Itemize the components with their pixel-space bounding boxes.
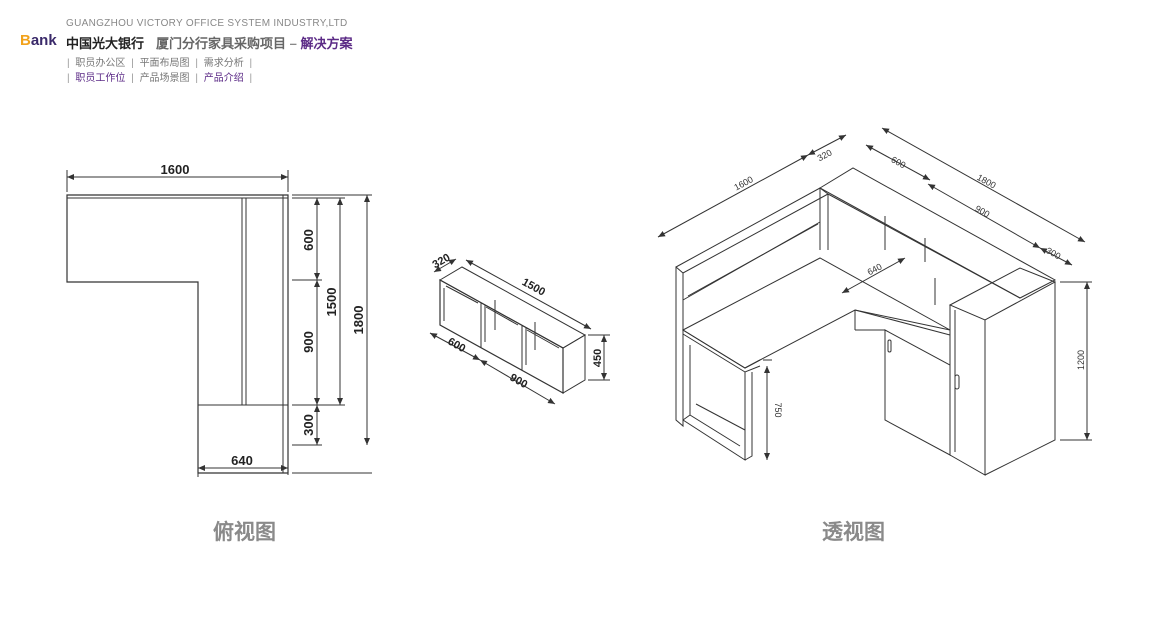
dim-label: 600 <box>301 229 316 251</box>
dim-label: 900 <box>973 203 991 219</box>
project-name: 厦门分行家具采购项目 <box>156 36 287 51</box>
dim-label: 1500 <box>324 288 339 317</box>
logo-text: ank <box>30 32 57 49</box>
logo-letter: B <box>20 32 31 49</box>
dim-label: 640 <box>866 261 884 277</box>
company-name: GUANGZHOU VICTORY OFFICE SYSTEM INDUSTRY… <box>66 18 348 29</box>
dim-label: 640 <box>231 453 253 468</box>
perspective-labels: 1600 320 600 1800 900 300 640 750 1200 <box>732 147 1086 417</box>
nav-row-2: | 职员工作位 | 产品场景图 | 产品介绍 | <box>64 69 255 84</box>
nav-item-staff-office[interactable]: 职员办公区 <box>75 58 126 69</box>
dim-label: 750 <box>773 402 783 417</box>
nav-separator: | <box>249 73 253 84</box>
nav-item-needs-analysis[interactable]: 需求分析 <box>203 58 244 69</box>
nav-separator: | <box>249 58 253 69</box>
nav-item-workstation[interactable]: 职员工作位 <box>75 73 126 84</box>
dim-label: 1200 <box>1076 350 1086 370</box>
dim-label: 1800 <box>975 172 997 190</box>
nav-item-floor-plan[interactable]: 平面布局图 <box>139 58 190 69</box>
nav-separator: | <box>67 58 70 69</box>
dim-label: 300 <box>301 414 316 436</box>
nav-separator: | <box>67 73 70 84</box>
dim-label: 900 <box>301 331 316 353</box>
page-header: GUANGZHOU VICTORY OFFICE SYSTEM INDUSTRY… <box>20 18 440 88</box>
top-view-caption: 俯视图 <box>213 520 276 544</box>
dim-label: 900 <box>508 372 530 391</box>
shelf-drawing <box>429 258 610 405</box>
dim-label: 1600 <box>161 162 190 177</box>
nav-separator: | <box>195 73 198 84</box>
top-view-labels: 1600 600 900 300 1500 1800 640 <box>161 162 366 468</box>
nav-separator: | <box>131 58 134 69</box>
nav-separator: | <box>131 73 134 84</box>
nav-item-product-scenes[interactable]: 产品场景图 <box>139 73 190 84</box>
project-title: 厦门分行家具采购项目 – 解决方案 <box>156 33 353 52</box>
top-view-drawing <box>66 170 372 477</box>
bank-name: 中国光大银行 <box>66 36 145 51</box>
dim-label: 450 <box>592 349 604 367</box>
bank-logo: Bank <box>20 32 57 49</box>
nav-item-product-intro[interactable]: 产品介绍 <box>203 73 244 84</box>
dim-label: 1800 <box>351 306 366 335</box>
nav-row-1: | 职员办公区 | 平面布局图 | 需求分析 | <box>64 54 255 69</box>
perspective-view-caption: 透视图 <box>822 520 885 544</box>
dim-label: 320 <box>431 252 453 272</box>
solution-label: 解决方案 <box>300 36 353 51</box>
nav-separator: | <box>195 58 198 69</box>
perspective-drawing <box>657 127 1092 476</box>
title-dash: – <box>286 36 301 51</box>
dim-label: 600 <box>889 154 907 170</box>
dim-label: 1500 <box>520 276 547 298</box>
